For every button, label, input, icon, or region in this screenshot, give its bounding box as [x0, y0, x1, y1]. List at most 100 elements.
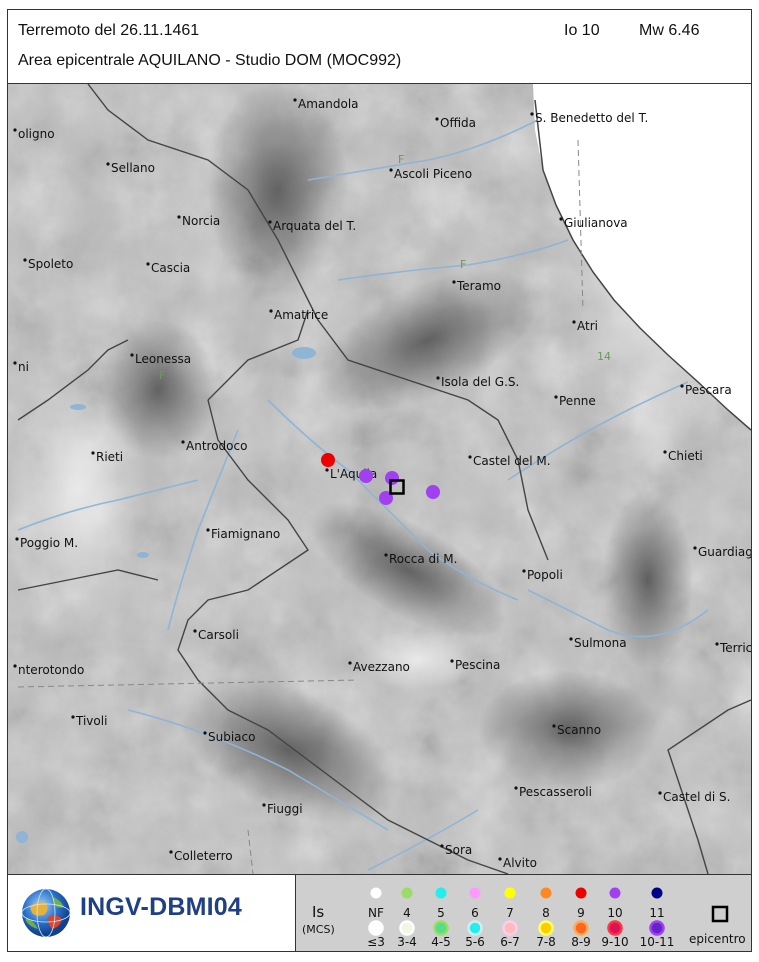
place-label: Ascoli Piceno — [394, 167, 472, 181]
place-label: Alvito — [503, 856, 537, 870]
legend-top-label: 5 — [437, 906, 445, 920]
place-dot — [452, 280, 456, 284]
place-label: Subiaco — [208, 730, 255, 744]
legend-bottom-dot — [433, 920, 449, 936]
place-label: ni — [18, 360, 29, 374]
place-label: Norcia — [182, 214, 220, 228]
place-label: Cascia — [151, 261, 190, 275]
legend-top-dot — [435, 887, 447, 899]
intensity-point[interactable] — [426, 485, 440, 499]
gran-sasso-ridge — [316, 268, 540, 412]
legend-is-label: Is — [312, 903, 324, 921]
legend-bottom-label: 8-9 — [571, 935, 591, 949]
place-label: Sora — [445, 843, 472, 857]
legend-bottom-dot — [649, 920, 665, 936]
place-label: Fiuggi — [267, 802, 303, 816]
legend-bottom-dot — [502, 920, 518, 936]
adriatic-sea — [533, 84, 751, 430]
place-dot — [13, 664, 17, 668]
place-label: Teramo — [456, 279, 501, 293]
place-label: Amandola — [298, 97, 359, 111]
legend-bottom-dot — [368, 920, 384, 936]
legend-bottom-label: 3-4 — [397, 935, 417, 949]
place-label: Isola del G.S. — [441, 375, 519, 389]
majella-ridge — [603, 490, 693, 670]
place-label: Giulianova — [564, 216, 628, 230]
place-dot — [71, 715, 75, 719]
place-dot — [530, 112, 534, 116]
legend-top-label: 10 — [607, 906, 622, 920]
place-label: Spoleto — [28, 257, 73, 271]
intensity-point[interactable] — [385, 471, 399, 485]
legend-top-dot — [401, 887, 413, 899]
place-label: nterotondo — [18, 663, 84, 677]
place-label: Fiamignano — [211, 527, 280, 541]
place-dot — [468, 455, 472, 459]
place-label: Pescina — [455, 658, 500, 672]
legend-bottom-label: 10-11 — [640, 935, 675, 949]
place-dot — [554, 395, 558, 399]
place-label: Poggio M. — [20, 536, 78, 550]
place-label: Avezzano — [353, 660, 410, 674]
place-dot — [146, 262, 150, 266]
sibillini-ridge — [208, 84, 348, 300]
legend-bottom-dot — [467, 920, 483, 936]
legend-bottom-label: ≤3 — [367, 935, 385, 949]
place-dot — [13, 128, 17, 132]
place-label: S. Benedetto del T. — [535, 111, 648, 125]
epicentre-marker[interactable] — [389, 479, 405, 495]
legend-bottom-dot — [573, 920, 589, 936]
intensity-point[interactable] — [321, 453, 335, 467]
intensity-point[interactable] — [359, 469, 373, 483]
place-dot — [384, 553, 388, 557]
place-label: Offida — [440, 116, 476, 130]
place-dot — [440, 844, 444, 848]
place-label: Arquata del T. — [273, 219, 356, 233]
place-label: Chieti — [668, 449, 703, 463]
place-dot — [203, 731, 207, 735]
legend-top-label: NF — [368, 906, 384, 920]
place-dot — [435, 117, 439, 121]
place-dot — [23, 258, 27, 262]
place-label: Rocca di M. — [389, 552, 457, 566]
place-label: Carsoli — [198, 628, 239, 642]
marsica-ridge — [478, 670, 658, 790]
logo-panel: INGV-DBMI04 — [8, 875, 296, 951]
place-dot — [15, 537, 19, 541]
place-label: Antrodoco — [186, 439, 247, 453]
place-label: Scanno — [557, 723, 601, 737]
map-header: Terremoto del 26.11.1461 Io 10 Mw 6.46 A… — [8, 10, 751, 84]
place-dot — [91, 451, 95, 455]
legend-top-label: 9 — [577, 906, 585, 920]
legend-top-label: 11 — [649, 906, 664, 920]
place-label: Penne — [559, 394, 596, 408]
place-dot — [680, 384, 684, 388]
place-label: Atri — [577, 319, 598, 333]
legend-bottom-label: 9-10 — [601, 935, 628, 949]
legend-top-dot — [370, 887, 382, 899]
sirente-ridge — [310, 502, 506, 638]
place-label: Castel di S. — [663, 790, 730, 804]
place-label: Pescara — [685, 383, 732, 397]
legend-bottom-dot — [607, 920, 623, 936]
place-label: Colleterro — [174, 849, 233, 863]
place-dot — [559, 217, 563, 221]
place-dot — [450, 659, 454, 663]
legend-top-dot — [540, 887, 552, 899]
legend-bottom-dot — [538, 920, 554, 936]
place-dot — [572, 320, 576, 324]
place-dot — [13, 361, 17, 365]
legend-top-dot — [469, 887, 481, 899]
place-label: Terrice — [719, 641, 751, 655]
place-label: Popoli — [527, 568, 563, 582]
place-dot — [514, 786, 518, 790]
legend-top-label: 7 — [506, 906, 514, 920]
place-dot — [569, 637, 573, 641]
map-frame: Terremoto del 26.11.1461 Io 10 Mw 6.46 A… — [7, 9, 752, 952]
place-dot — [552, 724, 556, 728]
earthquake-title: Terremoto del 26.11.1461 — [18, 22, 200, 39]
place-dot — [169, 850, 173, 854]
legend-top-dot — [609, 887, 621, 899]
